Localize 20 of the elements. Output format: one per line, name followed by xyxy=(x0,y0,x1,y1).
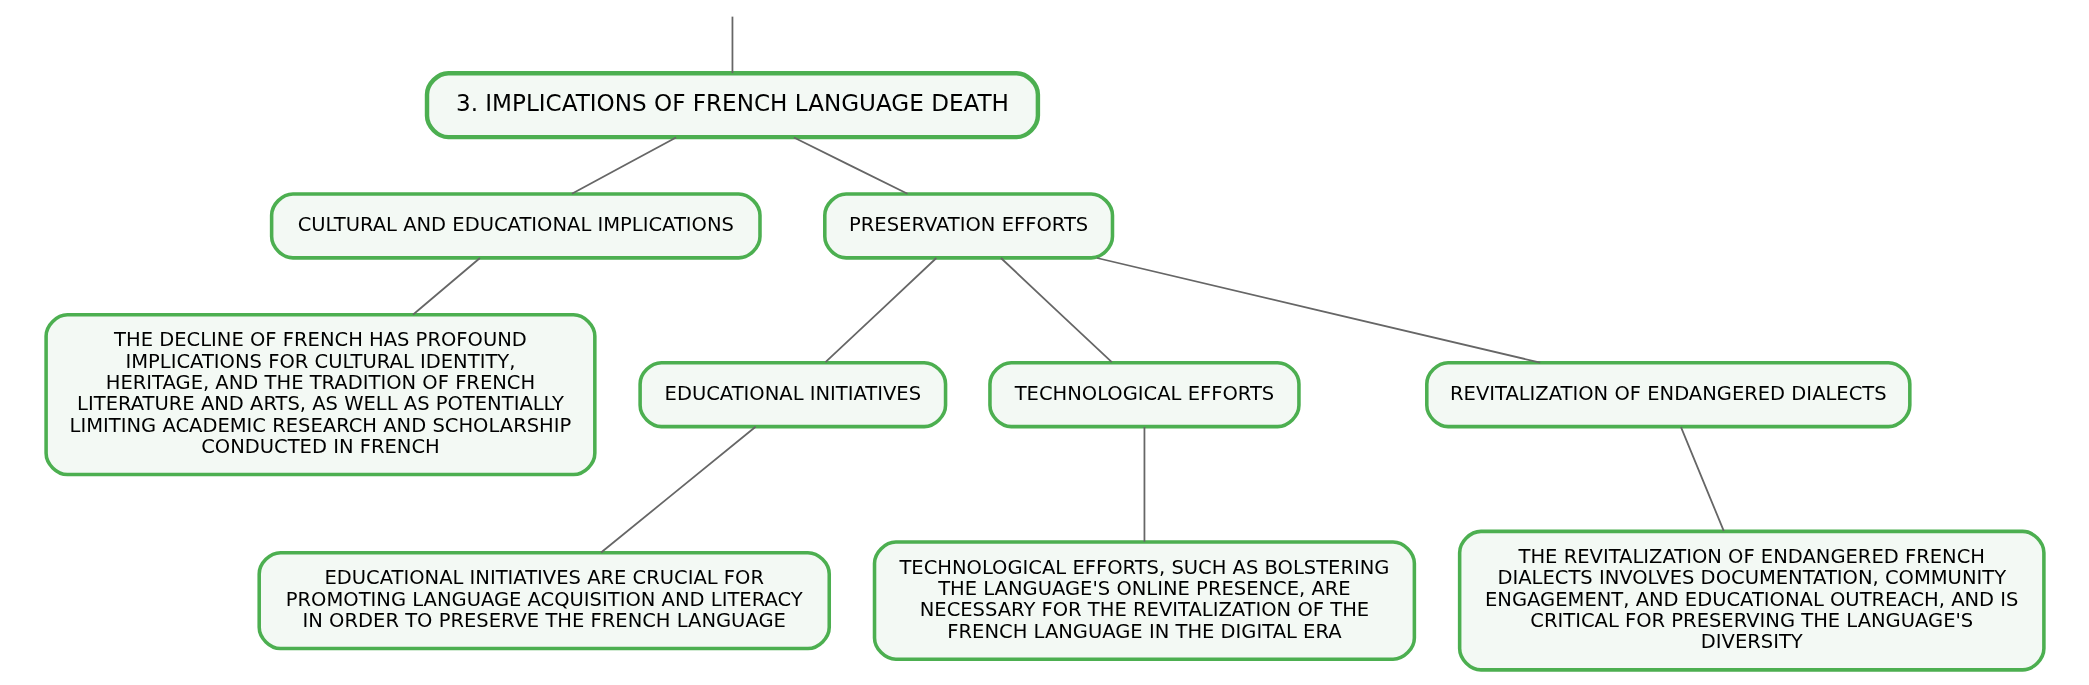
connector xyxy=(1143,426,1145,543)
connector xyxy=(570,136,677,195)
connector xyxy=(731,15,733,74)
connector xyxy=(599,425,756,554)
node-box: EDUCATIONAL INITIATIVES xyxy=(637,360,947,429)
connector xyxy=(1095,257,1541,364)
connector xyxy=(824,257,937,364)
connector xyxy=(411,257,481,316)
node-box: PRESERVATION EFFORTS xyxy=(822,192,1114,260)
node-box: THE DECLINE OF FRENCH HAS PROFOUND IMPLICATIONS FOR CULTURAL IDENTITY, HERITAGE, AND THE TRADITION OF FRENCH LITERATURE AND ARTS, AS WELL AS POTENTIALLY LIMITING ACADEMIC RESEARCH AND SCHOLARSHIP CONDUCTED IN FRENCH xyxy=(43,312,597,477)
connector xyxy=(1679,426,1725,532)
node-box: 3. IMPLICATIONS OF FRENCH LANGUAGE DEATH xyxy=(424,71,1040,140)
node-box: TECHNOLOGICAL EFFORTS, SUCH AS BOLSTERING THE LANGUAGE'S ONLINE PRESENCE, ARE NECESSARY FOR THE REVITALIZATION OF THE FRENCH LANGUAGE IN THE DIGITAL ERA xyxy=(872,540,1416,661)
node-box: TECHNOLOGICAL EFFORTS xyxy=(987,360,1301,429)
node-box: REVITALIZATION OF ENDANGERED DIALECTS xyxy=(1424,360,1912,429)
connector xyxy=(792,136,908,195)
connector xyxy=(999,257,1113,364)
node-box: CULTURAL AND EDUCATIONAL IMPLICATIONS xyxy=(269,192,762,260)
node-box: EDUCATIONAL INITIATIVES ARE CRUCIAL FOR PROMOTING LANGUAGE ACQUISITION AND LITERACY IN ORDER TO PRESERVE THE FRENCH LANGUAGE xyxy=(256,550,831,651)
node-box: THE REVITALIZATION OF ENDANGERED FRENCH DIALECTS INVOLVES DOCUMENTATION, COMMUNITY ENGAGEMENT, AND EDUCATIONAL OUTREACH, AND IS CRITICAL FOR PRESERVING THE LANGUAGE'S DIVERSITY xyxy=(1457,529,2046,672)
